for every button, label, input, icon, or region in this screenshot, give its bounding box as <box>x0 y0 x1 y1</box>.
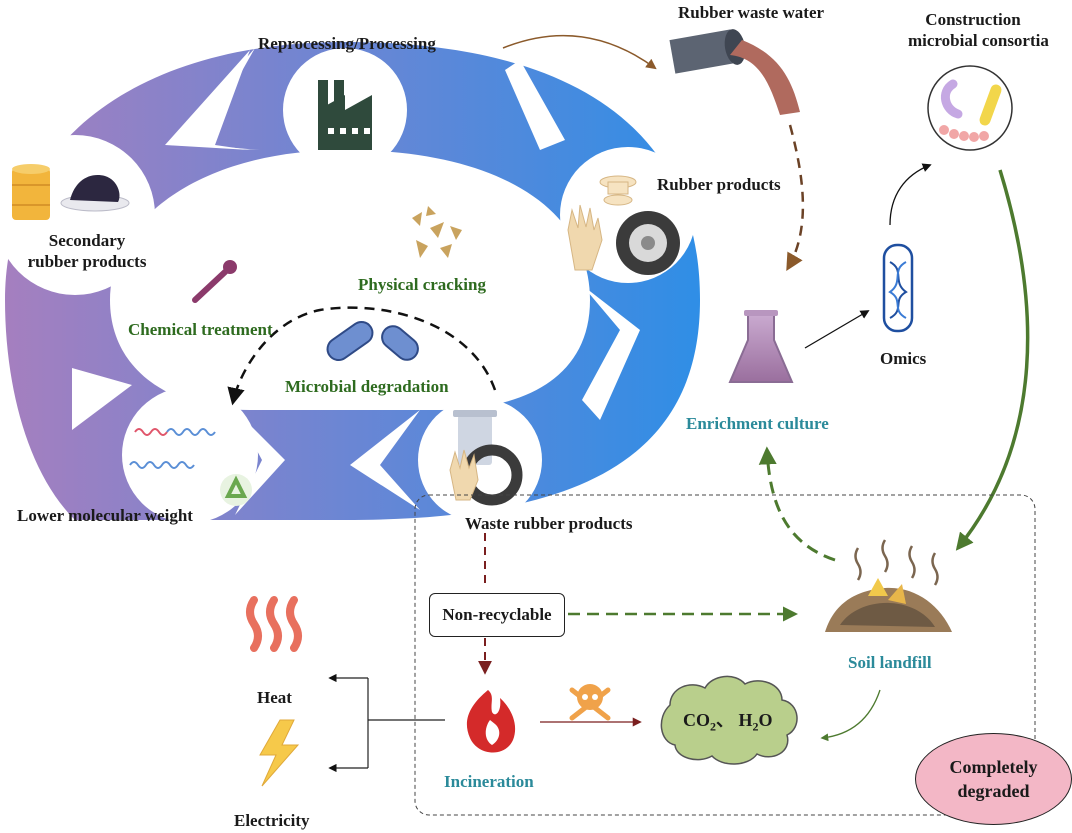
label-co2-h2o: CO2、 H2O <box>683 710 773 738</box>
label-reprocessing: Reprocessing/Processing <box>258 34 436 53</box>
microbe-icon <box>927 65 1013 151</box>
pipe-icon <box>669 29 800 115</box>
cloud-icon <box>660 675 798 765</box>
label-enrichment-culture: Enrichment culture <box>686 414 829 433</box>
landfill-to-enrichment-arrow <box>758 446 836 562</box>
label-physical-cracking: Physical cracking <box>358 275 486 294</box>
label-electricity: Electricity <box>234 811 310 830</box>
factory-circle <box>283 48 407 172</box>
lower-molecular-circle <box>122 387 258 523</box>
tire-icon <box>616 211 680 275</box>
bacteria-icon <box>326 320 419 362</box>
label-heat: Heat <box>257 688 292 707</box>
to-waste-water-arrow <box>502 34 657 70</box>
label-lower-molecular-weight: Lower molecular weight <box>17 506 193 525</box>
disposal-region-box <box>414 494 1036 816</box>
barrel-icon <box>12 164 50 220</box>
non-recyclable-box: Non-recyclable <box>429 593 565 637</box>
powder-icon <box>60 175 130 212</box>
label-secondary-products: Secondary rubber products <box>12 230 162 272</box>
label-secondary-line2: rubber products <box>27 252 147 271</box>
co2-subscript: 2 <box>710 719 716 734</box>
label-incineration: Incineration <box>444 772 534 791</box>
glove-icon <box>567 204 603 271</box>
omics-to-consortia-arrow <box>889 163 932 226</box>
label-chemical-treatment: Chemical treatment <box>128 320 273 339</box>
lightning-icon <box>259 719 300 787</box>
spring-icon <box>129 428 216 469</box>
flask-icon <box>728 310 794 383</box>
h2o-o-text: O <box>758 710 773 730</box>
label-waste-rubber-products: Waste rubber products <box>465 514 633 533</box>
completely-line1: Completely <box>949 757 1038 777</box>
fire-icon <box>466 690 516 753</box>
label-secondary-line1: Secondary <box>48 231 126 250</box>
label-omics: Omics <box>880 349 927 368</box>
label-construction-line1: Construction <box>925 10 1021 29</box>
glove-icon <box>449 449 479 501</box>
secondary-products-circle <box>0 135 155 295</box>
waste-water-to-enrichment-arrow <box>786 124 805 272</box>
label-microbial-degradation: Microbial degradation <box>285 377 449 396</box>
h2o-subscript: 2 <box>752 719 759 734</box>
test-tube-icon <box>882 243 914 333</box>
completely-line2: degraded <box>957 781 1030 801</box>
landfill-to-co2-arrow <box>820 689 881 742</box>
label-construction-consortia: Construction microbial consortia <box>908 9 1049 51</box>
skull-icon <box>569 684 611 721</box>
heat-icon <box>246 596 302 652</box>
label-soil-landfill: Soil landfill <box>848 653 932 672</box>
recycle-icon <box>220 474 252 506</box>
h2o-text: 、 H <box>716 710 753 730</box>
consortia-to-landfill-arrow <box>955 169 1030 551</box>
rubber-products-circle <box>560 147 696 283</box>
label-rubber-products: Rubber products <box>657 175 781 194</box>
dropper-icon <box>192 260 237 303</box>
energy-bracket <box>328 673 445 773</box>
waste-products-circle <box>418 398 542 522</box>
fragments-icon <box>412 206 462 258</box>
enrichment-to-omics-arrow <box>804 310 870 349</box>
rubber-band-icon <box>599 175 637 206</box>
label-rubber-waste-water: Rubber waste water <box>678 3 825 22</box>
co2-text: CO <box>683 710 710 730</box>
label-construction-line2: microbial consortia <box>908 31 1049 50</box>
microbial-degradation-arrow <box>227 306 497 406</box>
landfill-icon <box>825 539 952 632</box>
factory-icon <box>318 80 372 150</box>
completely-degraded-oval: Completely degraded <box>915 733 1072 825</box>
